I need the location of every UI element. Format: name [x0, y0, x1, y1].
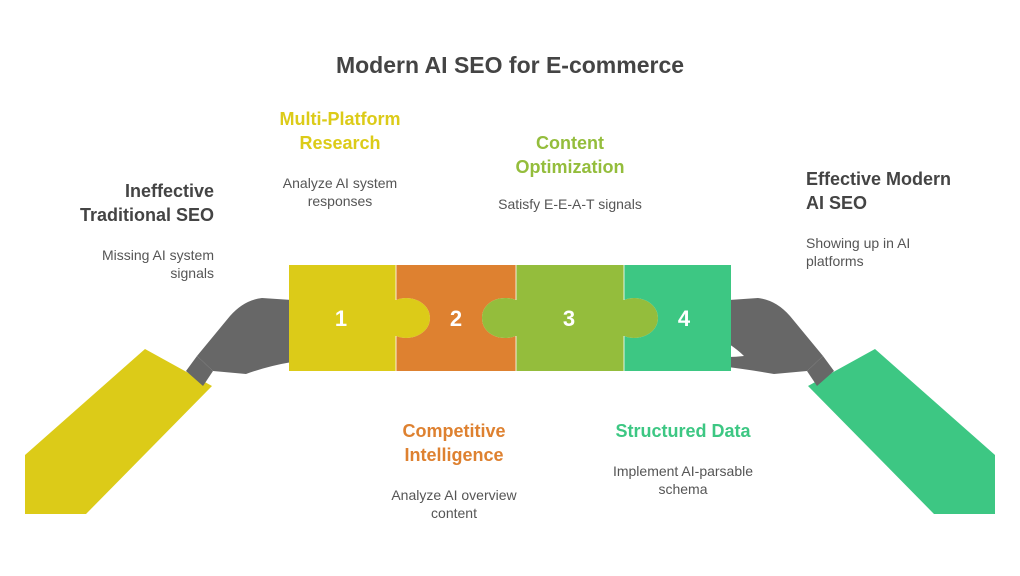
step-2-title-line2: Intelligence: [404, 445, 504, 465]
diagram-title: Modern AI SEO for E-commerce: [335, 52, 685, 78]
right-end-title-line1: Effective Modern: [806, 169, 952, 189]
step-1-number: 1: [335, 306, 347, 331]
left-end-description: Missing AI system signals: [40, 246, 214, 282]
right-arm-cuff: [807, 356, 834, 386]
step-2-desc-line1: Analyze AI overview: [391, 487, 517, 503]
step-1-desc-line1: Analyze AI system: [282, 175, 398, 191]
step-4-description: Implement AI-parsable schema: [573, 462, 793, 498]
step-1-title: Multi-Platform Research: [240, 107, 440, 155]
left-end-title-line2: Traditional SEO: [79, 205, 214, 225]
right-end-description: Showing up in AI platforms: [806, 234, 996, 270]
step-1-description: Analyze AI system responses: [240, 174, 440, 210]
left-end-title-line1: Ineffective: [124, 181, 214, 201]
step-1-title-line2: Research: [299, 133, 381, 153]
step-2-title: Competitive Intelligence: [354, 419, 554, 467]
step-4-desc-line1: Implement AI-parsable: [612, 463, 754, 479]
step-3-description: Satisfy E-E-A-T signals: [450, 195, 690, 213]
right-end-title: Effective Modern AI SEO: [806, 167, 996, 215]
step-3-desc-line1: Satisfy E-E-A-T signals: [498, 196, 642, 212]
step-4-title: Structured Data: [573, 419, 793, 443]
puzzle-piece-1: [289, 265, 430, 371]
left-end-title: Ineffective Traditional SEO: [40, 179, 214, 227]
step-4-number: 4: [678, 306, 691, 331]
right-end-desc-line2: platforms: [806, 253, 864, 269]
step-3-title-line2: Optimization: [515, 157, 625, 177]
right-hand-icon: [712, 298, 823, 374]
step-3-title: Content Optimization: [470, 131, 670, 179]
right-end-title-line2: AI SEO: [806, 193, 868, 213]
step-3-number: 3: [563, 306, 575, 331]
step-2-title-line1: Competitive: [402, 421, 506, 441]
left-hand-icon: [197, 298, 292, 374]
step-2-number: 2: [450, 306, 462, 331]
step-4-desc-line2: schema: [658, 481, 708, 497]
puzzle-piece-4: [624, 265, 731, 371]
left-arm-sleeve: [25, 349, 212, 514]
step-1-title-line1: Multi-Platform: [279, 109, 401, 129]
left-end-desc-line1: Missing AI system: [101, 247, 214, 263]
step-3-title-line1: Content: [536, 133, 604, 153]
right-arm-sleeve: [808, 349, 995, 514]
puzzle-piece-3: [482, 265, 658, 371]
step-2-desc-line2: content: [431, 505, 477, 521]
puzzle-piece-2: [396, 265, 516, 371]
right-end-desc-line1: Showing up in AI: [806, 235, 911, 251]
step-1-desc-line2: responses: [307, 193, 373, 209]
step-4-title-line1: Structured Data: [615, 421, 751, 441]
left-end-desc-line2: signals: [170, 265, 214, 281]
step-2-description: Analyze AI overview content: [344, 486, 564, 522]
left-arm-cuff: [186, 356, 213, 386]
